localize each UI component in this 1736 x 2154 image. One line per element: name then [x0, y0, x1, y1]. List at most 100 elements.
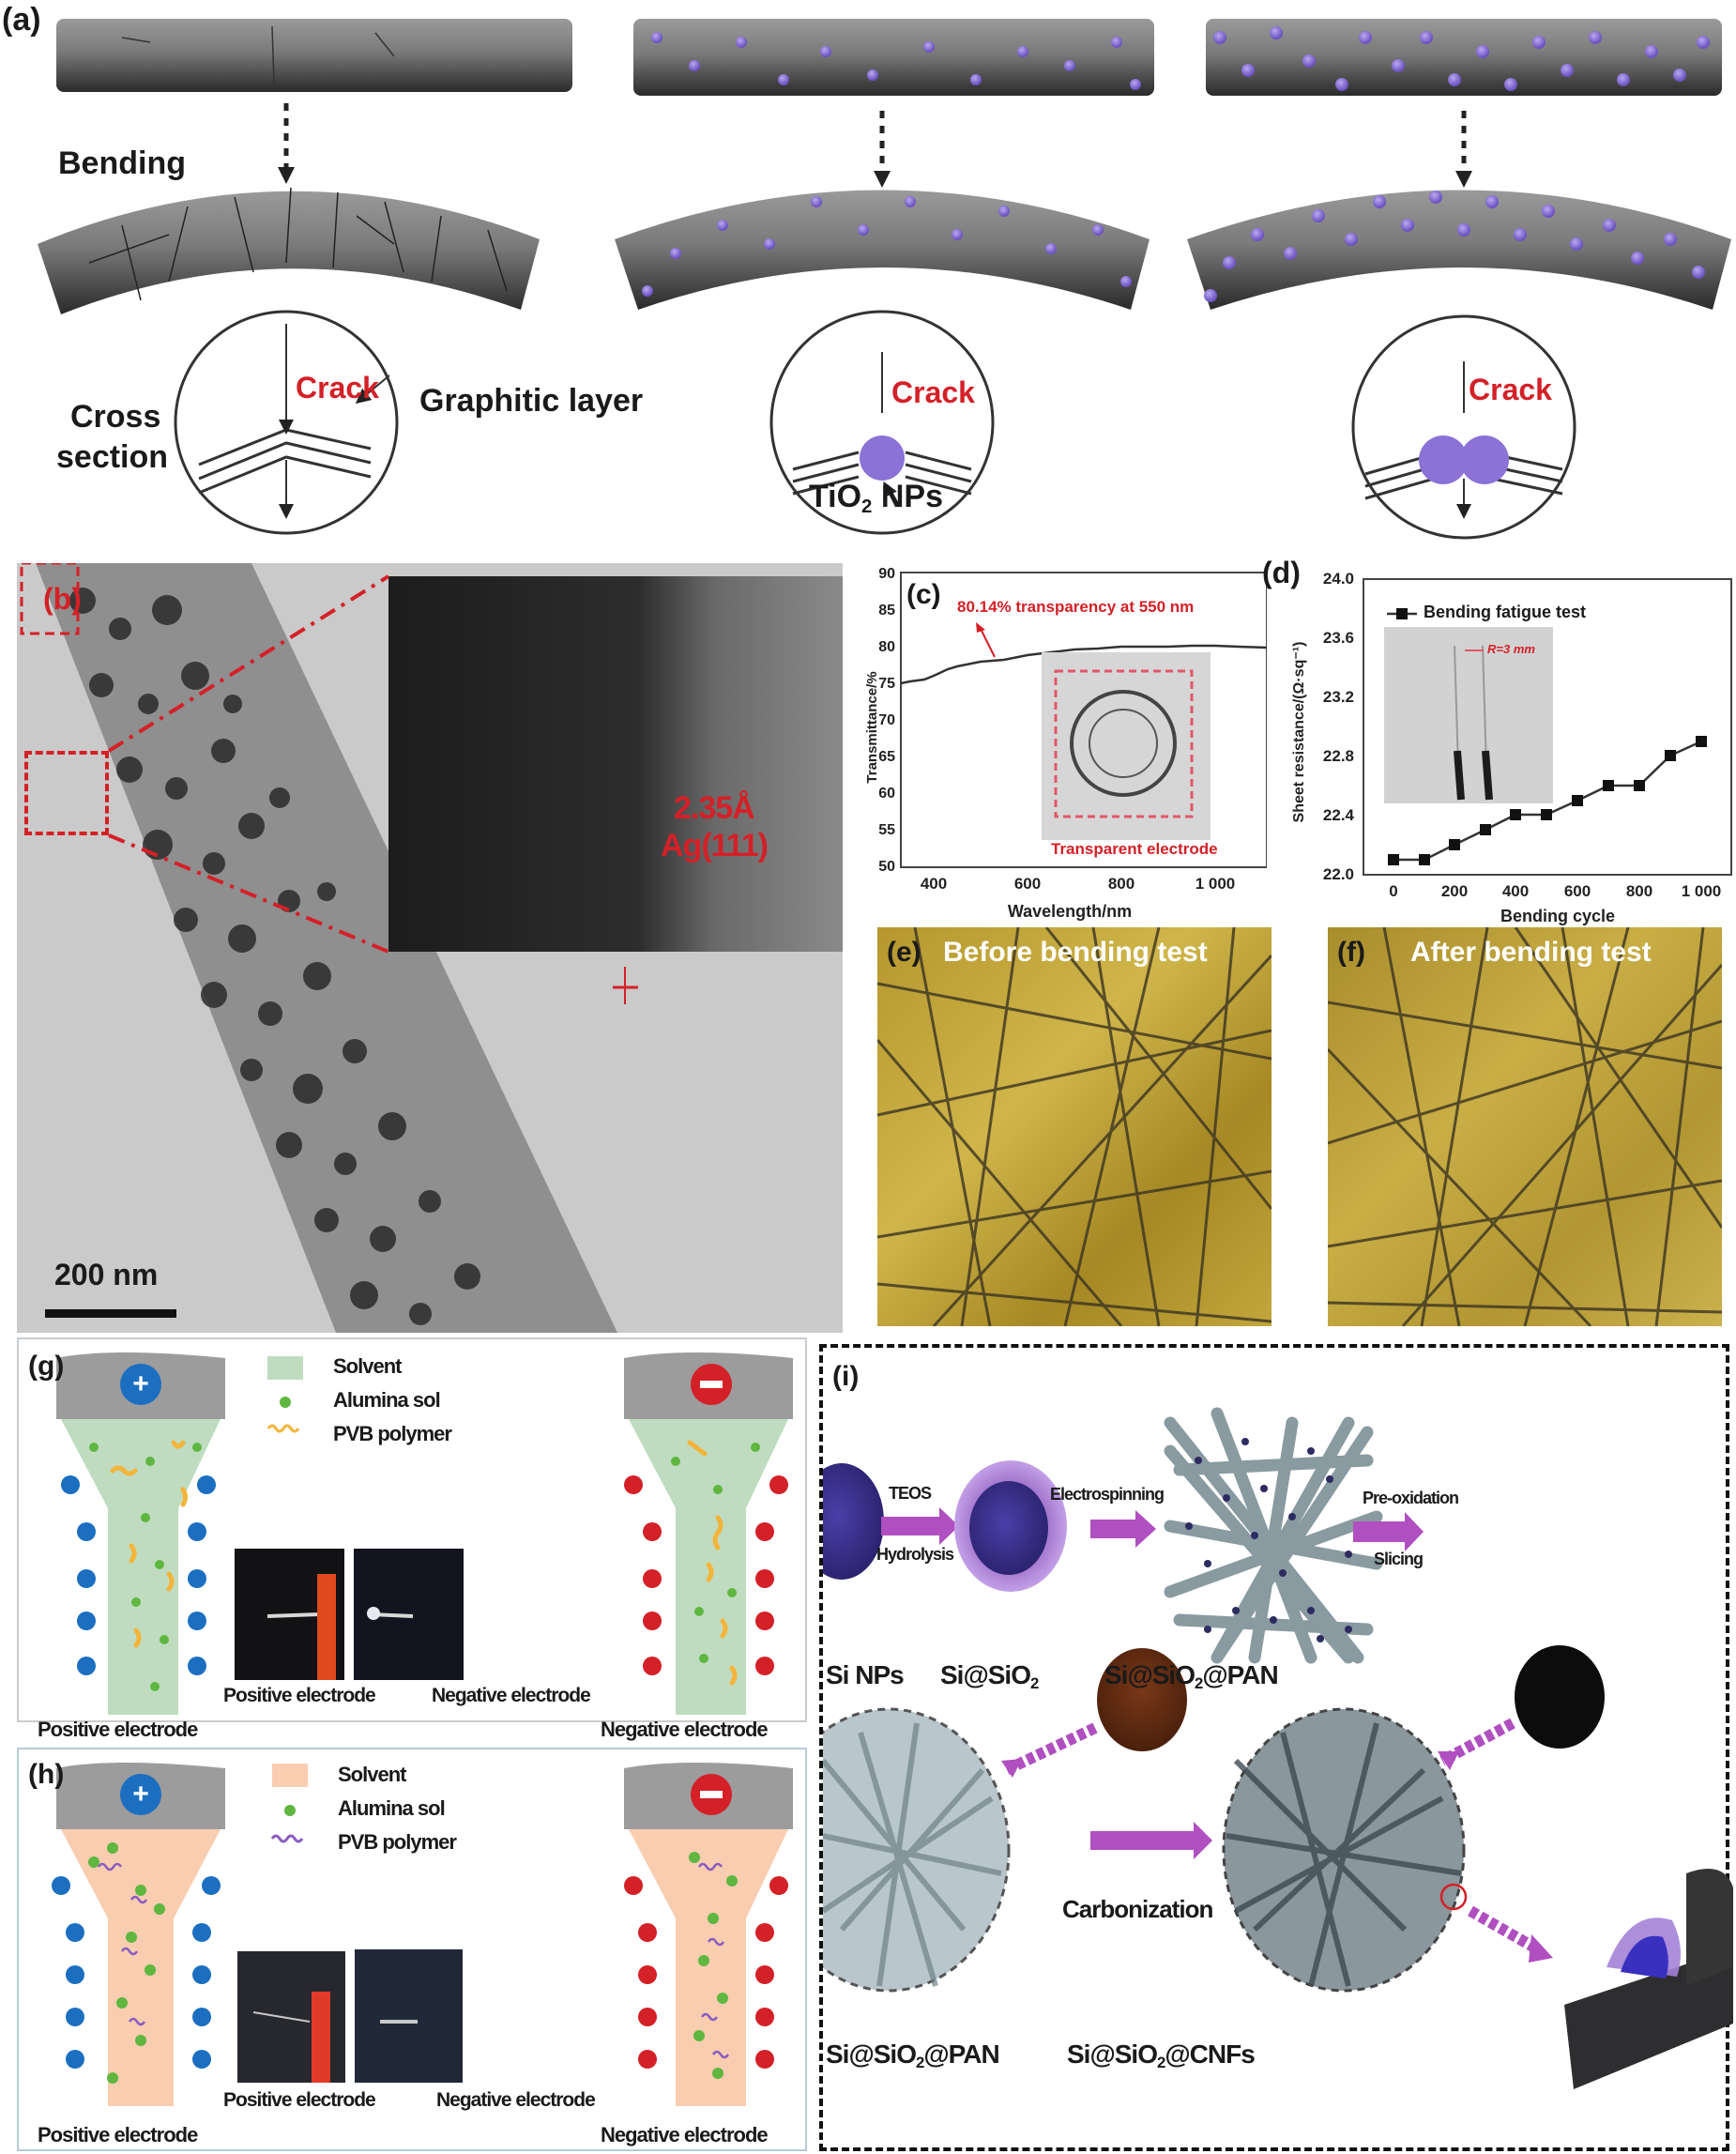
svg-text:+: + [132, 1368, 149, 1399]
svg-text:23.2: 23.2 [1323, 688, 1354, 706]
svg-text:Wavelength/nm: Wavelength/nm [1008, 902, 1132, 921]
svg-text:1 000: 1 000 [1195, 875, 1236, 893]
scale-bar-label: 200 nm [54, 1258, 159, 1291]
legend-solvent: Solvent [338, 1763, 406, 1786]
nanofiber-network-after [1328, 927, 1722, 1326]
svg-text:800: 800 [1626, 882, 1652, 900]
step-pre-oxidation: Pre-oxidation [1363, 1489, 1459, 1507]
svg-text:1 000: 1 000 [1682, 882, 1722, 900]
panel-g-diagram: + [56, 1352, 793, 1715]
svg-text:Sheet resistance/(Ω·sq⁻¹): Sheet resistance/(Ω·sq⁻¹) [1291, 642, 1307, 823]
nanofiber-network-before [877, 927, 1272, 1326]
step-teos: TEOS [889, 1484, 932, 1503]
left-electrode-label: Positive electrode [38, 1718, 198, 1741]
svg-text:200: 200 [1441, 882, 1468, 900]
straight-rod-2 [633, 19, 1154, 96]
legend-alumina-sol: Alumina sol [333, 1388, 441, 1412]
label-si-sio2: Si@SiO2 [940, 1660, 1039, 1693]
panel-g: + [17, 1337, 807, 1741]
svg-text:50: 50 [878, 859, 895, 875]
right-electrode-label: Negative electrode [601, 2123, 769, 2146]
svg-text:22.8: 22.8 [1323, 747, 1354, 765]
svg-text:23.6: 23.6 [1323, 629, 1354, 647]
panel-b-tem: (b) 2.35Å Ag(111) 200 nm [17, 563, 843, 1333]
panel-i-diagram [823, 1407, 1733, 2089]
zoom-lines [107, 574, 638, 1004]
svg-text:70: 70 [878, 712, 895, 728]
transmittance-plot: 50 55 60 65 70 75 80 85 90 400 600 800 1 000 Wave… [864, 566, 1267, 921]
svg-text:22.0: 22.0 [1323, 865, 1354, 883]
panel-e-micrograph: (e) Before bending test [877, 927, 1272, 1326]
panel-h-diagram: + [52, 1763, 793, 2106]
cross-section-label-line2: section [56, 439, 169, 475]
crack-label-2: Crack [891, 375, 975, 409]
transparent-electrode-caption: Transparent electrode [1051, 840, 1218, 858]
label-si-sio2-pan-top: Si@SiO2@PAN [1104, 1660, 1279, 1693]
right-electrode-label: Negative electrode [601, 1718, 769, 1741]
panel-f-title: After bending test [1410, 937, 1652, 968]
panel-h: + [17, 1748, 807, 2151]
panel-a-illustration [38, 19, 1731, 540]
legend-alumina-sol: Alumina sol [338, 1796, 446, 1820]
svg-text:55: 55 [878, 822, 895, 838]
panel-e-letter: (e) [887, 937, 921, 968]
svg-text:65: 65 [878, 749, 895, 765]
panel-c-chart: 50 55 60 65 70 75 80 85 90 400 600 800 1 000 Wave… [863, 558, 1267, 934]
scale-bar [45, 1309, 176, 1318]
step-hydrolysis: Hydrolysis [876, 1545, 954, 1564]
svg-text:400: 400 [1502, 882, 1529, 900]
legend-bending-fatigue: Bending fatigue test [1424, 603, 1587, 621]
photo-label-positive: Positive electrode [223, 1685, 376, 1706]
svg-text:600: 600 [1564, 882, 1591, 900]
left-electrode-label: Positive electrode [38, 2123, 198, 2146]
svg-text:800: 800 [1108, 875, 1134, 893]
panel-i: (i) TEOS Hydrolysis Electrospinning Pre-… [819, 1344, 1733, 2151]
step-slicing: Slicing [1374, 1550, 1424, 1568]
legend-pvb-polymer: PVB polymer [333, 1422, 452, 1445]
straight-rod-1 [56, 19, 572, 92]
bending-label: Bending [58, 145, 186, 181]
cross-section-3 [1351, 314, 1576, 540]
panel-b-letter: (b) [43, 582, 82, 616]
panel-a-letter: (a) [2, 2, 41, 38]
graphitic-layer-label: Graphitic layer [419, 383, 644, 419]
panel-f-letter: (f) [1337, 937, 1365, 968]
panel-c-letter: (c) [906, 579, 941, 610]
label-si-nps: Si NPs [826, 1660, 905, 1689]
plane-label: Ag(111) [661, 828, 769, 863]
step-carbonization: Carbonization [1062, 1895, 1213, 1923]
cnf-disc [1222, 1707, 1466, 1993]
panel-d-letter: (d) [1262, 556, 1301, 589]
svg-text:Bending cycle: Bending cycle [1500, 907, 1615, 925]
bent-rod-3 [1187, 190, 1731, 310]
svg-text:400: 400 [921, 875, 947, 893]
panel-a: (a) Bending [0, 0, 1736, 544]
straight-rod-3 [1206, 19, 1722, 96]
photo-label-negative: Negative electrode [432, 1685, 591, 1706]
cross-section-1 [174, 310, 399, 535]
svg-text:75: 75 [878, 676, 895, 692]
label-si-sio2-cnfs: Si@SiO2@CNFs [1067, 2039, 1256, 2072]
svg-text:90: 90 [878, 566, 895, 582]
photo-label-positive: Positive electrode [223, 2089, 376, 2111]
tio2-nps-label: TiO2 NPs [809, 479, 943, 518]
svg-text:80: 80 [878, 639, 895, 655]
step-electrospinning: Electrospinning [1050, 1485, 1165, 1504]
svg-text:Transmittance/%: Transmittance/% [864, 671, 880, 783]
legend-pvb-polymer: PVB polymer [338, 1830, 457, 1854]
legend-solvent: Solvent [333, 1354, 402, 1378]
svg-text:+: + [132, 1779, 149, 1810]
panel-g-letter: (g) [28, 1351, 65, 1382]
svg-text:0: 0 [1389, 882, 1397, 900]
panel-h-letter: (h) [28, 1759, 65, 1790]
svg-text:600: 600 [1014, 875, 1041, 893]
bent-rod-2 [615, 190, 1150, 310]
panel-i-letter: (i) [832, 1361, 860, 1392]
svg-text:85: 85 [878, 603, 895, 619]
svg-text:60: 60 [878, 786, 895, 802]
panel-e-title: Before bending test [943, 937, 1208, 968]
hrtem-inset [388, 576, 843, 952]
radius-label: R=3 mm [1487, 642, 1535, 656]
bent-rod-1 [38, 191, 540, 314]
